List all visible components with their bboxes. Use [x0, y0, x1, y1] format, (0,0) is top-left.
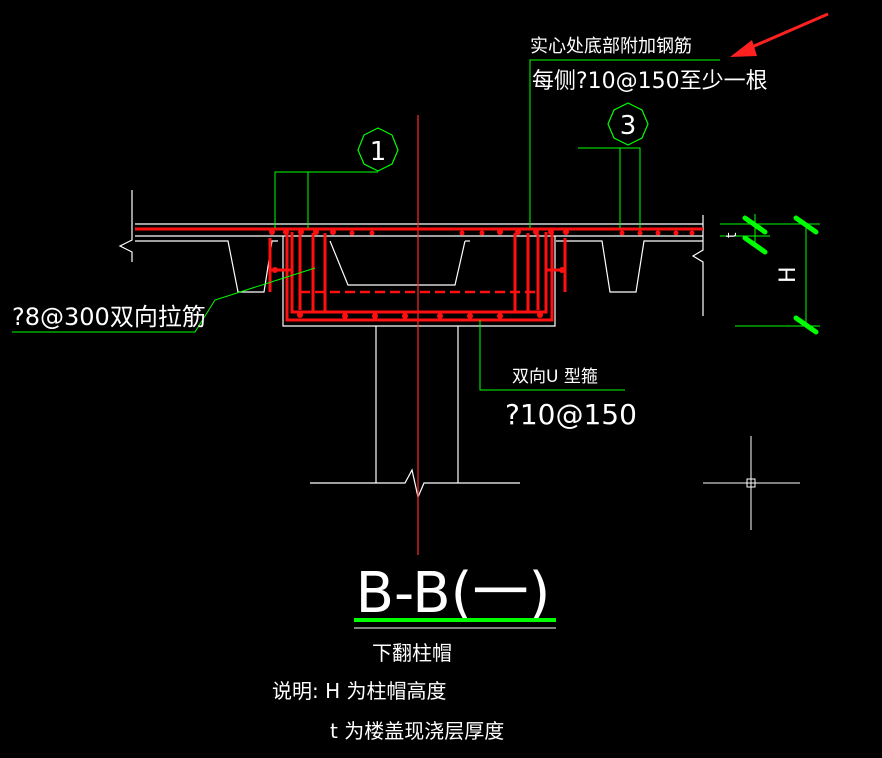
rebar-group [135, 227, 703, 322]
tie-bar-label: ?8@300双向拉筋 [12, 303, 206, 331]
callout-marker-1: 1 [357, 127, 399, 172]
callout-3-text: 3 [620, 111, 637, 141]
note-line1: 说明: H 为柱帽高度 [272, 679, 447, 703]
top-note-line1: 实心处底部附加钢筋 [530, 36, 692, 57]
rebar-dots [269, 229, 695, 319]
section-subtitle: 下翻柱帽 [372, 641, 452, 665]
top-note-line2: 每侧?10@150至少一根 [532, 69, 768, 94]
red-pointer-arrow-icon [730, 12, 829, 57]
note-line2: t 为楼盖现浇层厚度 [330, 719, 504, 743]
dim-h-label: H [776, 266, 801, 283]
cad-crosshair-icon [703, 436, 800, 530]
callout-1-text: 1 [370, 137, 387, 167]
callout-marker-3: 3 [607, 102, 649, 146]
section-title: B-B(一) [356, 561, 551, 626]
dim-t-label: t [724, 232, 740, 238]
section-outline [118, 190, 704, 499]
dimension-ticks [742, 215, 819, 335]
u-stirrup-label-line2: ?10@150 [505, 398, 637, 431]
u-stirrup-label-line1: 双向U 型箍 [512, 367, 598, 387]
